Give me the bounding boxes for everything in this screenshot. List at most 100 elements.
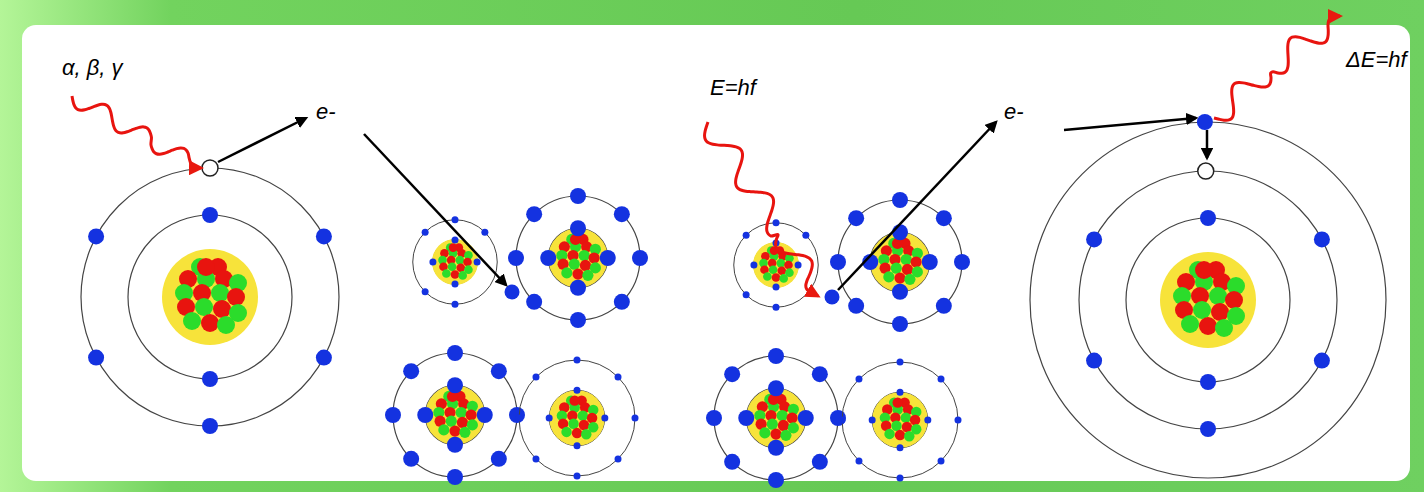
proton xyxy=(770,429,781,440)
proton xyxy=(449,426,460,437)
electron xyxy=(795,262,802,269)
captured-electron xyxy=(505,285,520,300)
electron xyxy=(773,304,780,311)
proton xyxy=(449,243,458,252)
proton xyxy=(569,395,579,405)
energy-label: E=hf xyxy=(710,76,756,100)
electron xyxy=(869,417,876,424)
proton xyxy=(579,420,589,430)
electron xyxy=(897,475,904,482)
electron xyxy=(938,375,945,382)
proton xyxy=(1211,303,1229,321)
neutron xyxy=(777,410,788,421)
electron xyxy=(452,236,459,243)
proton xyxy=(201,314,219,332)
electron xyxy=(452,216,459,223)
proton xyxy=(902,422,912,432)
emitted-photon-wave xyxy=(1214,16,1340,120)
electron xyxy=(202,371,218,387)
radiation-wave xyxy=(72,96,201,168)
electron-shell xyxy=(519,360,635,476)
electron-label: e- xyxy=(316,100,336,124)
proton xyxy=(463,258,472,267)
proton xyxy=(580,260,591,271)
nucleus xyxy=(162,249,258,345)
panel xyxy=(22,25,1410,481)
electron-shell xyxy=(838,200,962,324)
photon-wave xyxy=(705,122,818,296)
electron xyxy=(773,219,780,226)
electron xyxy=(706,410,722,426)
atom xyxy=(516,357,639,480)
excited-electron xyxy=(825,290,840,305)
electron xyxy=(936,210,952,226)
electron xyxy=(924,417,931,424)
proton xyxy=(457,417,468,428)
electron xyxy=(750,262,757,269)
neutron xyxy=(438,424,449,435)
electron xyxy=(540,250,556,266)
electron xyxy=(614,294,630,310)
neutron xyxy=(884,429,894,439)
electron xyxy=(202,207,218,223)
neutron xyxy=(769,265,778,274)
electron xyxy=(417,407,433,423)
electron xyxy=(936,298,952,314)
electron xyxy=(855,375,862,382)
nucleus xyxy=(549,390,605,446)
neutron xyxy=(211,284,229,302)
electron xyxy=(447,377,463,393)
electron xyxy=(88,350,104,366)
electron xyxy=(1200,210,1216,226)
neutron xyxy=(891,263,902,274)
nucleus xyxy=(1160,252,1256,348)
neutron xyxy=(578,410,588,420)
electron xyxy=(403,451,419,467)
proton xyxy=(587,413,597,423)
electron xyxy=(570,280,586,296)
neutron xyxy=(901,412,911,422)
electron xyxy=(601,415,608,422)
neutron xyxy=(779,274,788,283)
proton xyxy=(451,270,460,279)
electron-shell xyxy=(516,196,640,320)
electron xyxy=(839,417,846,424)
electron xyxy=(202,418,218,434)
electron xyxy=(954,254,970,270)
electron xyxy=(922,254,938,270)
electron xyxy=(773,284,780,291)
electron xyxy=(1314,353,1330,369)
electron-shell xyxy=(714,356,838,480)
electron xyxy=(855,458,862,465)
electron xyxy=(491,363,507,379)
neutron xyxy=(891,421,901,431)
neutron xyxy=(442,269,451,278)
electron-shell xyxy=(548,228,608,288)
electron xyxy=(743,232,750,239)
proton xyxy=(894,273,905,284)
neutron xyxy=(581,429,591,439)
electron xyxy=(509,407,525,423)
radiation-label: α, β, γ xyxy=(62,56,123,80)
proton xyxy=(213,300,231,318)
nucleus xyxy=(746,388,806,448)
proton xyxy=(572,269,583,280)
energy-label: ΔE=hf xyxy=(1346,48,1407,72)
electron xyxy=(316,350,332,366)
electron xyxy=(574,357,581,364)
electron xyxy=(724,366,740,382)
electron-shell xyxy=(425,385,485,445)
nucleus xyxy=(432,239,478,285)
electron xyxy=(526,294,542,310)
neutron xyxy=(883,271,894,282)
neutron xyxy=(579,250,590,261)
electron xyxy=(848,298,864,314)
neutron xyxy=(767,419,778,430)
nucleus xyxy=(870,232,930,292)
electron xyxy=(938,458,945,465)
electron xyxy=(798,410,814,426)
electron xyxy=(452,301,459,308)
electron xyxy=(743,291,750,298)
neutron xyxy=(1209,287,1227,305)
neutron xyxy=(569,259,580,270)
